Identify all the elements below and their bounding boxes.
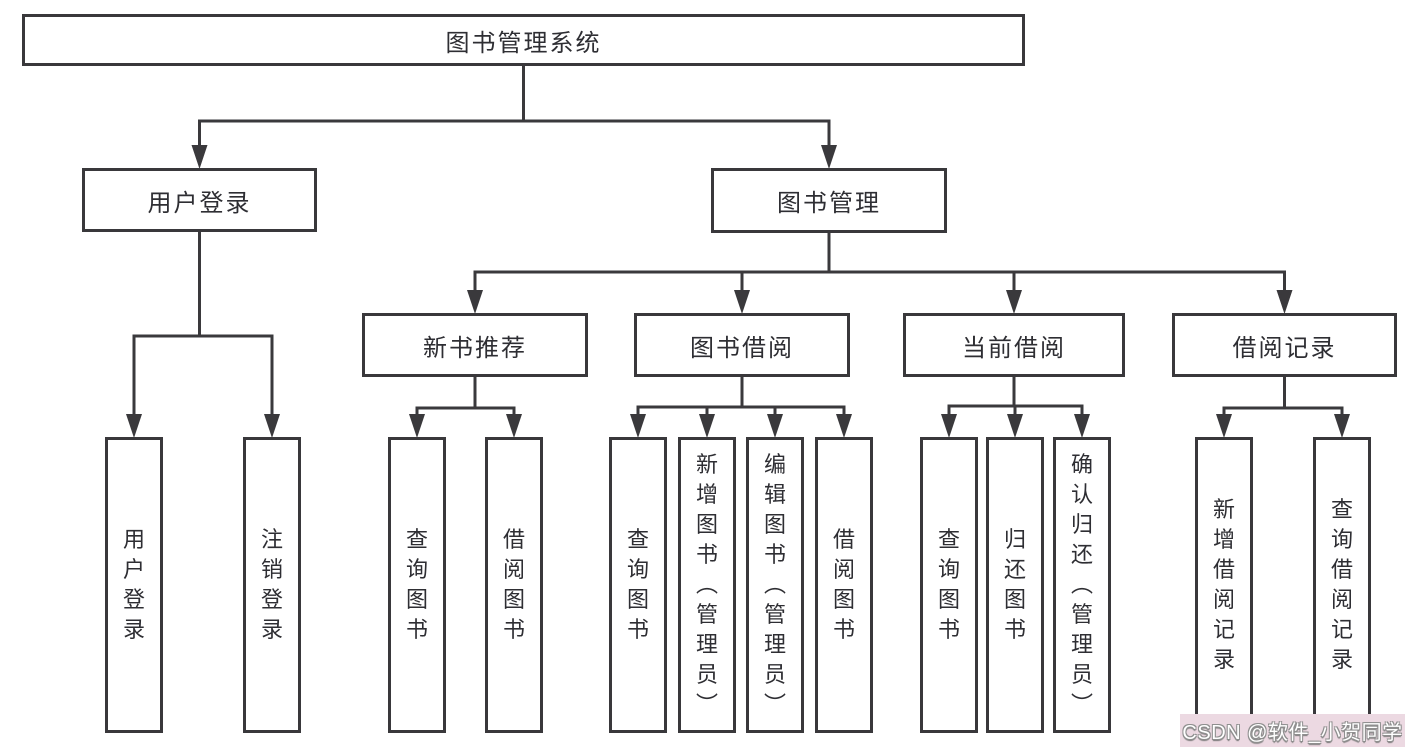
node-label: 注销登录 — [260, 527, 283, 642]
node-current-borrow: 当前借阅 — [903, 313, 1125, 377]
arrowhead-icon — [191, 145, 208, 169]
arrowhead-icon — [1276, 290, 1293, 314]
node-root: 图书管理系统 — [22, 14, 1025, 66]
arrowhead-icon — [1334, 414, 1350, 438]
arrowhead-icon — [1216, 414, 1232, 438]
node-bb-edit: 编辑图书︵管理员︶ — [746, 437, 804, 733]
arrowhead-icon — [467, 290, 483, 314]
node-bb-query: 查询图书 — [609, 437, 667, 733]
node-label: 查询图书 — [405, 527, 428, 642]
node-label: 查询借阅记录 — [1330, 497, 1353, 672]
node-label: 新增图书︵管理员︶ — [695, 452, 718, 717]
node-borrow-records: 借阅记录 — [1172, 313, 1397, 377]
node-label: 借阅图书 — [832, 527, 855, 642]
node-label: 用户登录 — [147, 189, 252, 217]
node-label: 新书推荐 — [423, 334, 527, 362]
arrowhead-icon — [1007, 414, 1023, 438]
node-label: 新增借阅记录 — [1212, 497, 1235, 672]
node-label: 查询图书 — [937, 527, 960, 642]
arrowhead-icon — [821, 145, 837, 169]
node-label: 查询图书 — [626, 527, 649, 642]
node-label: 用户登录 — [122, 527, 145, 642]
watermark-text: CSDN @软件_小贺同学 — [1182, 722, 1403, 744]
node-user-login: 用户登录 — [82, 168, 317, 232]
node-label: 图书借阅 — [690, 334, 794, 362]
arrowhead-icon — [126, 414, 142, 438]
node-login-user: 用户登录 — [105, 437, 163, 733]
arrowhead-icon — [1074, 414, 1090, 438]
node-new-books: 新书推荐 — [362, 313, 588, 377]
arrowhead-icon — [630, 414, 646, 438]
node-label: 确认归还︵管理员︶ — [1070, 452, 1093, 717]
arrowhead-icon — [767, 414, 783, 438]
connector-path — [132, 64, 1344, 421]
node-logout-user: 注销登录 — [243, 437, 301, 733]
node-label: 借阅图书 — [502, 527, 525, 642]
node-book-borrow: 图书借阅 — [634, 313, 850, 377]
node-book-mgmt: 图书管理 — [711, 168, 947, 233]
node-cb-query: 查询图书 — [920, 437, 978, 733]
node-label: 图书管理系统 — [445, 29, 602, 57]
arrowhead-icon — [941, 414, 957, 438]
arrowhead-icon — [264, 414, 280, 438]
node-label: 图书管理 — [777, 190, 881, 217]
arrowhead-icon — [734, 290, 750, 314]
arrowhead-icon — [1006, 290, 1022, 314]
arrowhead-icon — [699, 414, 715, 438]
node-br-query: 查询借阅记录 — [1313, 437, 1371, 733]
node-label: 当前借阅 — [962, 334, 1066, 362]
arrowhead-icon — [506, 414, 522, 438]
node-bb-borrow: 借阅图书 — [815, 437, 873, 733]
node-br-add: 新增借阅记录 — [1195, 437, 1253, 733]
arrowhead-icon — [409, 414, 425, 438]
node-nb-borrow: 借阅图书 — [485, 437, 543, 733]
watermark: CSDN @软件_小贺同学 — [1180, 714, 1405, 747]
node-bb-add: 新增图书︵管理员︶ — [678, 437, 736, 733]
node-cb-confirm: 确认归还︵管理员︶ — [1053, 437, 1111, 733]
node-nb-query: 查询图书 — [388, 437, 446, 733]
node-label: 借阅记录 — [1232, 334, 1337, 362]
node-label: 归还图书 — [1003, 527, 1026, 642]
node-label: 编辑图书︵管理员︶ — [763, 452, 786, 717]
arrowhead-icon — [836, 414, 852, 438]
node-cb-return: 归还图书 — [986, 437, 1044, 733]
